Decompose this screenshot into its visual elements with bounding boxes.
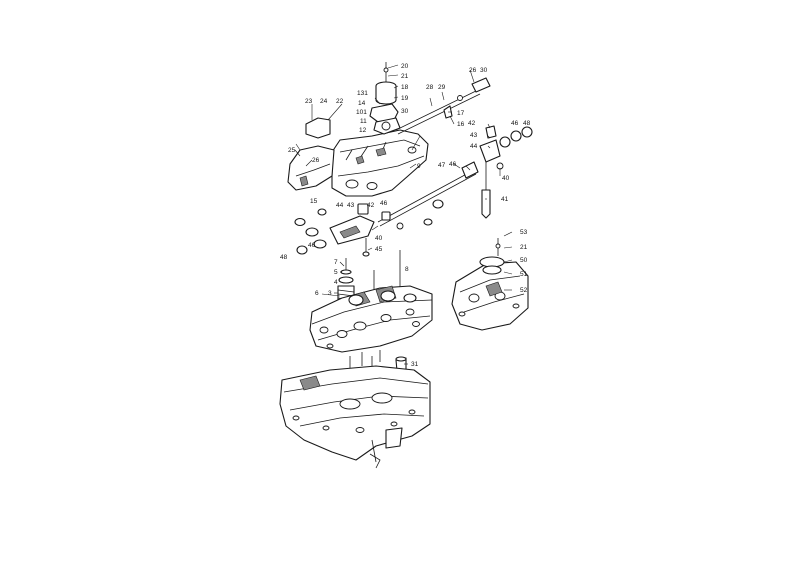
callout-45: 45 — [375, 246, 383, 253]
callout-21: 21 — [401, 73, 409, 80]
callout-46-mid: 46 — [449, 161, 457, 168]
callout-101: 101 — [356, 109, 367, 116]
callout-7: 7 — [334, 259, 338, 266]
rocker-shaft-upper — [395, 77, 491, 135]
thermostat-housing — [451, 238, 529, 331]
callout-29: 29 — [438, 84, 446, 91]
callout-43-right: 43 — [470, 132, 478, 139]
callout-42-left: 42 — [367, 202, 375, 209]
callout-21-right: 21 — [520, 244, 528, 251]
callout-46-right: 46 — [511, 120, 519, 127]
fuel-fittings-right — [479, 125, 533, 219]
callout-19: 19 — [401, 95, 409, 102]
callout-3: 3 — [328, 290, 332, 297]
oil-filler-cap — [369, 62, 401, 135]
callout-17: 17 — [457, 110, 465, 117]
callout-44-left: 44 — [336, 202, 344, 209]
callout-22: 22 — [336, 98, 344, 105]
callout-labels: 20 21 18 19 131 14 101 11 12 30 28 29 26… — [280, 63, 531, 368]
callout-8: 8 — [405, 266, 409, 273]
callout-43-left: 43 — [347, 202, 355, 209]
leader-lines — [294, 64, 513, 365]
callout-26-left: 26 — [312, 157, 320, 164]
callout-46-lower: 46 — [308, 242, 316, 249]
callout-24: 24 — [320, 98, 328, 105]
callout-53: 53 — [520, 229, 528, 236]
callout-48-right: 48 — [523, 120, 531, 127]
callout-51: 51 — [520, 271, 528, 278]
callout-131: 131 — [357, 90, 368, 97]
callout-52: 52 — [520, 287, 528, 294]
cylinder-block — [279, 365, 431, 469]
callout-30-upper: 30 — [401, 108, 409, 115]
callout-16: 16 — [457, 121, 465, 128]
callout-28: 28 — [426, 84, 434, 91]
callout-6: 6 — [315, 290, 319, 297]
callout-4: 4 — [334, 279, 338, 286]
callout-26-upper: 26 — [469, 67, 477, 74]
callout-15: 15 — [310, 198, 318, 205]
cylinder-head — [309, 285, 433, 353]
valve-cover — [331, 129, 429, 197]
callout-5: 5 — [334, 269, 338, 276]
cover-bracket — [287, 117, 335, 191]
callout-41: 41 — [501, 196, 509, 203]
callout-40-right: 40 — [502, 175, 510, 182]
callout-23: 23 — [305, 98, 313, 105]
callout-18: 18 — [401, 84, 409, 91]
callout-50: 50 — [520, 257, 528, 264]
callout-42-right: 42 — [468, 120, 476, 127]
callout-31: 31 — [411, 361, 419, 368]
callout-25: 25 — [288, 147, 296, 154]
callout-14: 14 — [358, 100, 366, 107]
callout-40-left: 40 — [375, 235, 383, 242]
callout-11: 11 — [360, 118, 367, 125]
callout-30-right: 30 — [480, 67, 488, 74]
callout-9: 9 — [417, 163, 421, 170]
callout-44-right: 44 — [470, 143, 478, 150]
callout-48-lower: 48 — [280, 254, 288, 261]
callout-12: 12 — [359, 127, 367, 134]
callout-20: 20 — [401, 63, 409, 70]
callout-47: 47 — [438, 162, 446, 169]
rocker-arm-assembly — [294, 203, 404, 257]
callout-46-left: 46 — [380, 200, 388, 207]
